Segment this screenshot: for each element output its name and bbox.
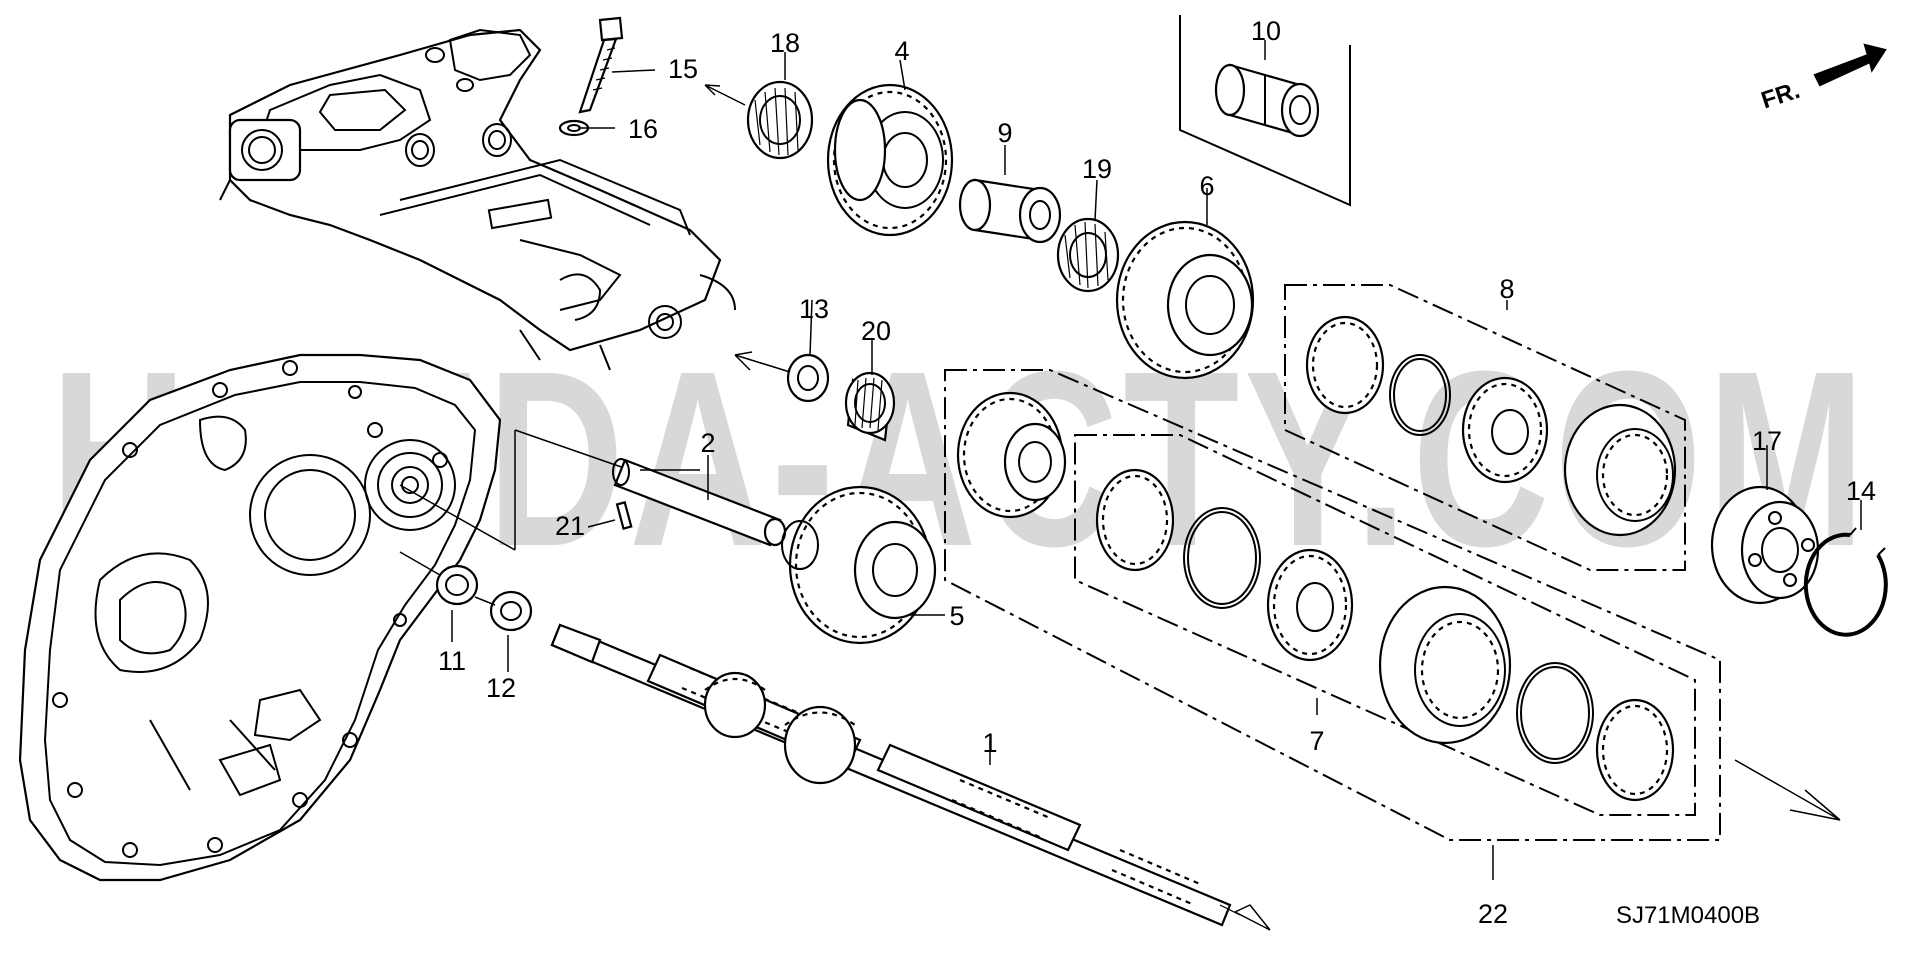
washer-13-drawing [786, 353, 830, 403]
assembly-8-outline [1284, 284, 1686, 571]
label-part-18: 18 [770, 28, 800, 58]
assembly-8-components [1305, 315, 1677, 537]
bearing-18-drawing [746, 80, 814, 160]
assembly-7-components [1095, 468, 1675, 802]
seal-11-drawing [435, 564, 479, 606]
bolt-15-drawing [578, 16, 624, 114]
assembly-22-outline [944, 369, 1721, 841]
transmission-case-drawing [18, 353, 502, 882]
label-part-1: 1 [982, 728, 997, 758]
snap-ring-14-drawing [1803, 527, 1888, 637]
gear-5-drawing [781, 485, 937, 645]
label-part-7: 7 [1309, 726, 1324, 756]
label-part-21: 21 [555, 511, 585, 541]
label-part-16: 16 [628, 114, 658, 144]
assembly-7-outline [1074, 434, 1696, 816]
gear-6-drawing [1115, 220, 1255, 380]
washer-12-drawing [489, 590, 533, 632]
label-part-13: 13 [799, 294, 829, 324]
label-part-17: 17 [1752, 426, 1782, 456]
gear-4-drawing [826, 83, 954, 237]
bearing-20-drawing [844, 371, 896, 442]
synchro-hub-drawing [956, 391, 1067, 519]
label-part-15: 15 [668, 54, 698, 84]
label-part-2: 2 [700, 428, 715, 458]
pin-21-drawing [615, 501, 633, 530]
label-part-9: 9 [997, 118, 1012, 148]
label-part-20: 20 [861, 316, 891, 346]
label-part-6: 6 [1199, 171, 1214, 201]
bearing-17-drawing [1710, 485, 1820, 605]
leader-lines [451, 40, 1862, 880]
shift-housing-drawing [219, 28, 736, 371]
front-direction-label: FR. [1758, 77, 1803, 115]
label-part-4: 4 [894, 36, 909, 66]
front-direction-arrow [1813, 43, 1887, 87]
collar-9-drawing [958, 178, 1062, 244]
label-part-8: 8 [1499, 274, 1514, 304]
label-part-19: 19 [1082, 154, 1112, 184]
diagram-code-label: SJ71M0400B [1616, 902, 1760, 929]
label-part-22: 22 [1478, 899, 1508, 929]
collar-10-drawing [1179, 15, 1351, 207]
mainshaft-1-drawing [550, 623, 1271, 931]
label-part-5: 5 [949, 601, 964, 631]
label-part-14: 14 [1846, 476, 1876, 506]
label-part-11: 11 [438, 646, 466, 676]
label-part-12: 12 [486, 673, 516, 703]
label-part-10: 10 [1251, 16, 1281, 46]
bearing-19-drawing [1056, 217, 1120, 293]
